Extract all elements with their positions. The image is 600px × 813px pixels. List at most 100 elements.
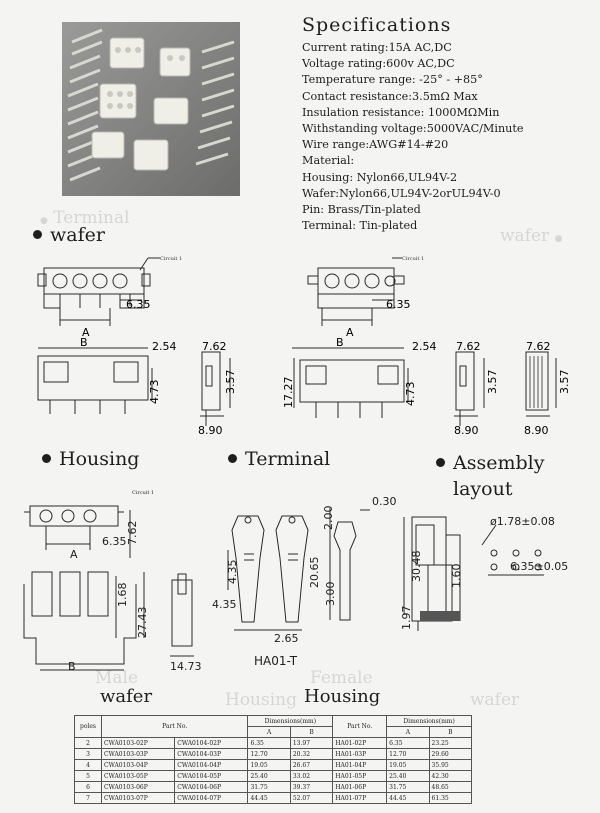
ghost-text-female: Female — [310, 668, 373, 688]
terminal-dim-w2: 2.65 — [274, 632, 299, 645]
housing-dim-h2: 27.43 — [136, 606, 149, 639]
wafer-dim-w2-right-1: 7.62 — [456, 340, 481, 353]
wafer-circuit-label-right: Circuit 1 — [402, 256, 424, 262]
spec-terminal-material: Terminal: Tin-plated — [302, 219, 418, 233]
cell-housing-a: 12.70 — [386, 748, 430, 760]
cell-wafer-b: 39.37 — [289, 781, 334, 793]
assembly-drawing — [403, 516, 544, 631]
spec-wire-range: Wire range:AWG#14-#20 — [302, 138, 449, 152]
cell-wafer-part-1: CWA0103-02P — [100, 737, 176, 749]
wafer-dim-w1-right: 2.54 — [412, 340, 437, 353]
housing-dim-pitch: 6.35 — [102, 535, 127, 548]
terminal-dim-h2: 4.35 — [226, 559, 239, 585]
cell-wafer-b: 52.07 — [289, 792, 334, 804]
cell-housing-part: HA01-05P — [332, 770, 388, 782]
wafer-front-view-right — [292, 347, 409, 418]
wafer-dim-b-left: B — [80, 336, 88, 349]
ghost-text-terminal: ● Terminal — [40, 208, 130, 228]
section-heading-housing: Housing — [42, 448, 139, 470]
cell-housing-part: HA01-03P — [332, 748, 388, 760]
cell-wafer-part-2: CWA0104-06P — [174, 781, 249, 793]
cell-wafer-part-1: CWA0103-04P — [100, 759, 176, 771]
cell-housing-b: 35.95 — [428, 759, 473, 771]
bullet-icon — [436, 457, 445, 467]
wafer-front-view-left — [37, 347, 153, 414]
table-row: 2 CWA0103-02P CWA0104-02P 6.35 13.97 HA0… — [74, 737, 473, 749]
cell-wafer-a: 25.40 — [247, 770, 291, 782]
header-wafer-part-no: Part No. — [100, 715, 249, 738]
wafer-dim-pitch-left: 6.35 — [126, 298, 151, 311]
spec-insulation-resistance: Insulation resistance: 1000MΩMin — [302, 105, 500, 119]
cell-housing-b: 23.25 — [428, 737, 473, 749]
bullet-icon — [42, 453, 51, 463]
spec-contact-resistance: Contact resistance:3.5mΩ Max — [302, 89, 478, 103]
bullet-icon — [228, 453, 237, 463]
cell-wafer-part-2: CWA0104-05P — [174, 770, 249, 782]
header-housing-dimensions: Dimensions(mm) — [386, 715, 472, 727]
cell-wafer-part-1: CWA0103-06P — [100, 781, 176, 793]
wafer-drawing: Circuit 1 A 6.35 Circuit 1 A 6.35 B 2.54… — [37, 256, 571, 437]
cell-wafer-a: 19.05 — [247, 759, 291, 771]
cell-wafer-a: 12.70 — [247, 748, 291, 760]
cell-housing-b: 42.30 — [428, 770, 473, 782]
connector-photo-image — [62, 22, 240, 196]
spec-voltage-rating: Voltage rating:600v AC,DC — [302, 57, 455, 71]
section-heading-terminal: Terminal — [228, 448, 330, 470]
wafer-dim-h2-right-1: 3.57 — [486, 370, 499, 395]
cell-wafer-part-2: CWA0104-04P — [174, 759, 249, 771]
terminal-dim-top: 0.30 — [372, 495, 397, 508]
wafer-top-view-left — [37, 257, 160, 326]
spec-withstanding-voltage: Withstanding voltage:5000VAC/Minute — [302, 122, 524, 136]
table-row: 4 CWA0103-04P CWA0104-04P 19.05 26.67 HA… — [74, 759, 473, 771]
spec-material: Material: — [302, 154, 355, 168]
spec-temperature-range: Temperature range: -25° - +85° — [302, 73, 483, 87]
table-title-housing: Housing — [304, 686, 381, 707]
cell-wafer-a: 31.75 — [247, 781, 291, 793]
wafer-dim-w1-left: 2.54 — [152, 340, 177, 353]
header-wafer-dimensions: Dimensions(mm) — [247, 715, 334, 727]
wafer-side-view-left — [200, 351, 231, 426]
wafer-dim-d1-left: 8.90 — [198, 424, 223, 437]
cell-housing-b: 61.35 — [428, 792, 473, 804]
cell-wafer-part-2: CWA0104-07P — [174, 792, 249, 804]
cell-wafer-part-2: CWA0104-02P — [174, 737, 249, 749]
wafer-dim-d1-right-2: 8.90 — [524, 424, 549, 437]
wafer-dim-h1-left: 4.73 — [148, 380, 161, 405]
cell-housing-a: 31.75 — [386, 781, 430, 793]
assembly-dim-pitch: 6.35±0.05 — [510, 560, 569, 573]
cell-wafer-part-1: CWA0103-07P — [100, 792, 176, 804]
housing-circuit-label: Circuit 1 — [132, 490, 155, 496]
header-wafer-a: A — [247, 726, 291, 738]
cell-housing-a: 6.35 — [386, 737, 430, 749]
wafer-dim-a-left: A — [82, 326, 90, 339]
spec-current-rating: Current rating:15A AC,DC — [302, 41, 452, 54]
wafer-dim-b-right: B — [336, 336, 344, 349]
assembly-dim-h1: 30.48 — [410, 550, 423, 583]
cell-poles: 6 — [74, 781, 102, 793]
cell-wafer-b: 20.32 — [289, 748, 334, 760]
header-housing-part-no: Part No. — [332, 715, 388, 738]
cell-housing-part: HA01-07P — [332, 792, 388, 804]
terminal-dim-h1: 2.00 — [322, 505, 335, 531]
wafer-dim-d1-right-1: 8.90 — [454, 424, 479, 437]
ghost-text-male: Male — [95, 668, 139, 688]
ghost-text-wafer: wafer ● — [500, 226, 563, 246]
wafer-dim-h2-right-2: 3.57 — [558, 370, 571, 395]
cell-housing-a: 19.05 — [386, 759, 430, 771]
wafer-dim-h1-right: 4.73 — [404, 382, 417, 407]
cell-housing-b: 29.60 — [428, 748, 473, 760]
table-row: 6 CWA0103-06P CWA0104-06P 31.75 39.37 HA… — [74, 781, 473, 793]
cell-housing-a: 44.45 — [386, 792, 430, 804]
housing-dim-a: A — [70, 548, 78, 561]
wafer-dim-w2-left: 7.62 — [202, 340, 227, 353]
cell-wafer-part-1: CWA0103-03P — [100, 748, 176, 760]
section-heading-wafer: wafer — [33, 224, 105, 246]
header-poles: poles — [74, 715, 102, 738]
header-housing-b: B — [428, 726, 473, 738]
wafer-dim-pitch-right: 6.35 — [386, 298, 411, 311]
wafer-top-view-right — [307, 257, 405, 326]
cell-poles: 2 — [74, 737, 102, 749]
wafer-dim-w2-right-2: 7.62 — [526, 340, 551, 353]
wafer-circuit-label-left: Circuit 1 — [160, 256, 182, 262]
